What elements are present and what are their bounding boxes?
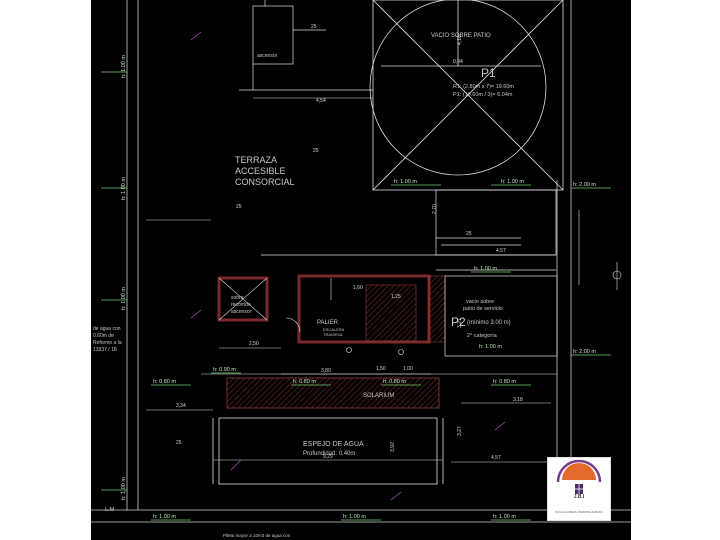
espejo-line-1: ESPEJO DE AGUA <box>303 441 364 448</box>
level-patio-a: h: 1.00 m <box>394 179 417 185</box>
recorrido-line-1: sobre <box>231 295 244 301</box>
core-walls <box>217 274 446 344</box>
company-logo: J.B.I SOLUCIONES INMOBILIARIAS <box>547 457 611 521</box>
p2-minimum: (mínimo 3.00 m) <box>467 320 511 326</box>
level-bottom-mid: h: 1.00 m <box>343 514 366 520</box>
terraza-line-2: ACCESIBLE <box>235 166 286 176</box>
column-marker-b <box>398 349 404 355</box>
level-left-1: h: 1.00 m <box>121 55 127 78</box>
level-solarium-edge: h: 0.90 m <box>213 367 236 373</box>
level-service: h: 1.00 m <box>474 266 497 272</box>
dim-334: 3,34 <box>176 403 186 409</box>
upper-right-block <box>261 189 557 271</box>
note-line-2: 0.60m de <box>93 333 114 339</box>
terraza-line-3: CONSORCIAL <box>235 177 295 187</box>
p2-label: P2 <box>451 315 466 329</box>
logo-sun-icon <box>562 463 596 480</box>
dim-25-right: 25 <box>466 231 472 237</box>
dim-25-mid: 25 <box>236 204 242 210</box>
note-line-3: Reformo a la <box>93 340 122 346</box>
terraza-line-1: TERRAZA <box>235 155 277 165</box>
recorrido-cross-b <box>218 277 268 321</box>
p1-calc-p1: P1: (19.60m / 3)= 6.04m <box>453 92 513 98</box>
patio-void-label: VACIO SOBRE PATIO <box>431 33 491 39</box>
note-line-4: 13937 / 18 <box>93 347 117 353</box>
level-bottom-left: h: 1.00 m <box>153 514 176 520</box>
logo-mark <box>556 459 602 494</box>
dim-327: 3,27 <box>457 318 463 328</box>
level-bottom-right: h: 1.00 m <box>493 514 516 520</box>
level-solarium-right: h: 0.80 m <box>493 379 516 385</box>
dim-327-b: 3,27 <box>457 426 463 436</box>
water-mirror <box>212 417 444 485</box>
dim-25-left: 25 <box>176 440 182 446</box>
logo-arc-icon <box>556 459 602 483</box>
p2-category: 2° categoría <box>467 333 498 339</box>
dim-454: 4,54 <box>316 98 326 104</box>
p1-label: P1 <box>481 66 496 80</box>
slope-arrows <box>190 31 506 501</box>
dim-416: 4,16 <box>457 35 463 45</box>
level-left-2: h: 1.00 m <box>121 177 127 200</box>
level-markers <box>101 71 611 521</box>
dim-457-bottom: 4,57 <box>491 455 501 461</box>
logo-tagline: SOLUCIONES INMOBILIARIAS <box>555 510 603 514</box>
vacio-servicio-line-2: patio de servicio <box>463 306 503 312</box>
patio-void <box>369 0 564 191</box>
ascensor-label: ascensor <box>257 53 278 59</box>
dim-380: 3,80 <box>321 368 331 374</box>
dim-392: 3,92 <box>390 442 396 452</box>
dim-125: 1,25 <box>391 294 401 300</box>
level-solarium-left: h: 0.80 m <box>153 379 176 385</box>
escalera-line-2: TRAVIESA <box>323 332 343 337</box>
column-marker-a <box>346 347 352 353</box>
dim-160: 1,60 <box>353 285 363 291</box>
recorrido-line-3: ascensor <box>231 309 252 315</box>
dim-270: 2,70 <box>432 204 438 214</box>
dim-929: 9,29 <box>323 454 333 460</box>
solarium-label: SOLARIUM <box>363 393 394 399</box>
dim-100: 1,00 <box>403 366 413 372</box>
espejo-line-2: Profundidad: 0.40m <box>303 451 355 457</box>
dim-250: 2,50 <box>249 341 259 347</box>
service-patio <box>444 275 558 357</box>
level-patio-b: h: 1.00 m <box>501 179 524 185</box>
floor-plan-drawing: ascensor 25 4,54 VACIO SOBRE PATIO P1 R1… <box>91 0 631 538</box>
recorrido-line-2: recorrido <box>231 302 251 308</box>
door-swing-palier <box>285 317 301 333</box>
level-right-mid: h: 2.00 m <box>573 349 596 355</box>
level-left-4: h: 1.00 m <box>121 477 127 500</box>
p1-calc-r1: R1: (2.80m x 7)= 19.60m <box>453 84 514 90</box>
dim-150: 1,50 <box>376 366 386 372</box>
dim-457-top: 4,57 <box>496 248 506 254</box>
dim-25-terraza: 25 <box>313 148 319 154</box>
level-left-3: h: 1.00 m <box>121 287 127 310</box>
dim-25-top: 25 <box>311 24 317 30</box>
escalera-line-1: ESCALERA <box>323 327 345 332</box>
level-right-top: h: 2.00 m <box>573 182 596 188</box>
vacio-servicio-line-1: vacio sobre <box>466 299 494 305</box>
solarium-area <box>226 377 440 409</box>
level-solarium-a: h: 0.80 m <box>293 379 316 385</box>
ascensor-block <box>239 0 373 91</box>
lm-label: L.M <box>105 507 115 513</box>
level-p2: h: 1.00 m <box>479 344 502 350</box>
dim-094: 0,94 <box>453 59 463 65</box>
note-line-1: de agua con <box>93 326 121 332</box>
pileta-note: Pileta mayor a 10m3 de agua con <box>223 533 291 538</box>
palier-label: PALIER <box>317 320 339 326</box>
level-solarium-b: h: 0.80 m <box>383 379 406 385</box>
dim-318: 3,18 <box>513 397 523 403</box>
plan-canvas: ascensor 25 4,54 VACIO SOBRE PATIO P1 R1… <box>91 0 631 540</box>
logo-initials: J.B.I <box>573 494 585 500</box>
